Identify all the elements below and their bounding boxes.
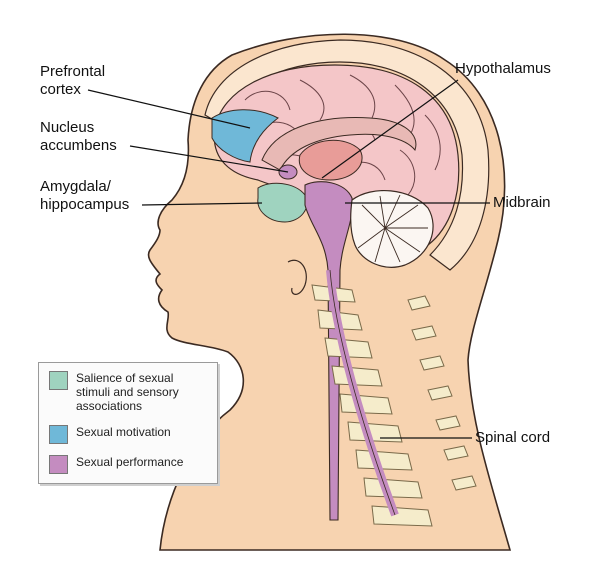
legend-swatch [49,371,68,390]
legend-item: Sexual motivation [49,425,171,444]
legend-swatch [49,455,68,474]
legend-label: Sexual performance [76,455,184,469]
label-prefrontal-cortex: Prefrontal cortex [40,63,106,98]
legend-label: Salience of sexual stimuli and sensory a… [76,371,179,413]
legend-label: Sexual motivation [76,425,171,439]
thalamus [298,139,363,181]
legend-item: Sexual performance [49,455,183,474]
legend-item: Salience of sexual stimuli and sensory a… [49,371,179,413]
amygdala-region [257,182,308,223]
label-midbrain: Midbrain [493,194,551,211]
corpus-callosum [261,117,417,171]
label-spinal-cord: Spinal cord [475,429,551,446]
cerebellum [350,189,434,268]
legend: Salience of sexual stimuli and sensory a… [38,362,218,484]
skull [204,39,490,271]
label-amygdala-hippocampus: Amygdala/ hippocampus [40,178,130,213]
leader-lines [87,79,490,439]
ear [287,259,307,295]
cerebellum-folia [357,194,428,263]
label-hypothalamus: Hypothalamus [455,60,551,77]
label-nucleus-accumbens: Nucleus accumbens [40,119,117,154]
legend-swatch [49,425,68,444]
